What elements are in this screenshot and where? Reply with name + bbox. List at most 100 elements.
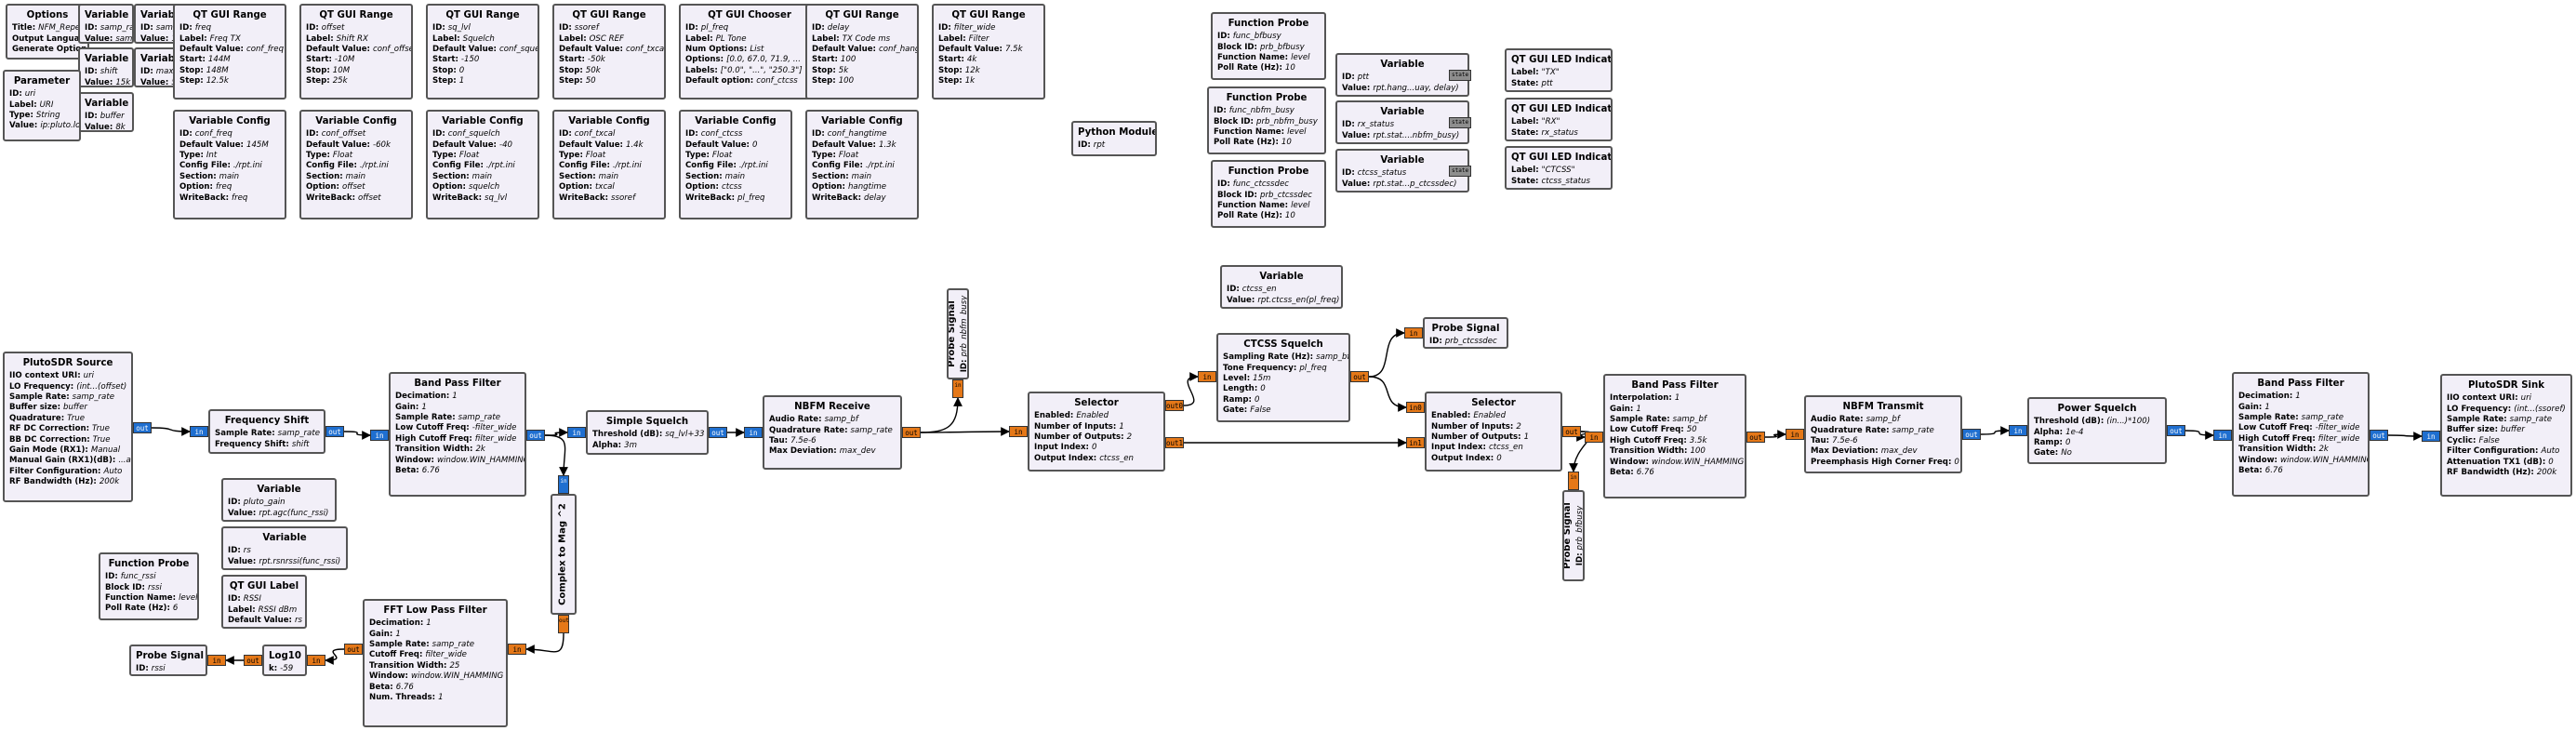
block-probe-rssi[interactable]: Probe SignalIDrssi: [129, 645, 207, 676]
block-var-shift[interactable]: VariableIDshiftValue15k: [78, 47, 134, 87]
block-probe-busy[interactable]: Probe SignalIDprb_nbfm_busy: [947, 288, 969, 379]
connection-wire[interactable]: [2184, 430, 2214, 440]
connection-wire[interactable]: [1183, 372, 1199, 406]
block-var-ctcss-en[interactable]: VariableIDctcss_enValuerpt.ctcss_en(pl_f…: [1220, 265, 1343, 309]
port-in[interactable]: in: [558, 475, 569, 494]
connection-wire[interactable]: [525, 632, 564, 654]
port-out[interactable]: out: [558, 615, 569, 633]
block-qt-offset[interactable]: QT GUI RangeIDoffsetLabelShift RXDefault…: [299, 4, 413, 100]
port-in[interactable]: in: [508, 644, 526, 655]
block-bpf2[interactable]: Band Pass FilterInterpolation1Gain1Sampl…: [1603, 374, 1746, 498]
block-probe-bfbusy[interactable]: Probe SignalIDprb_bfbusy: [1562, 490, 1585, 581]
port-in[interactable]: in: [1198, 371, 1216, 382]
port-in1[interactable]: in1: [1406, 437, 1425, 448]
port-in[interactable]: in: [2213, 430, 2232, 441]
connection-wire[interactable]: [1368, 328, 1405, 378]
connection-wire[interactable]: [1368, 376, 1407, 412]
port-out[interactable]: out: [526, 430, 545, 441]
led-state-port[interactable]: state: [1449, 116, 1472, 128]
block-qt-delay[interactable]: QT GUI RangeIDdelayLabelTX Code msDefaul…: [805, 4, 919, 100]
port-in[interactable]: in: [2009, 425, 2027, 436]
led-state-port[interactable]: state: [1449, 69, 1472, 81]
port-out[interactable]: out: [325, 426, 344, 437]
port-out[interactable]: out: [244, 655, 262, 666]
port-in[interactable]: in: [1009, 426, 1028, 437]
port-out[interactable]: out: [133, 422, 152, 433]
block-led-rx[interactable]: QT GUI LED IndicatorLabel"RX"Staterx_sta…: [1505, 98, 1613, 141]
connection-wire[interactable]: [544, 434, 568, 476]
block-sel1[interactable]: SelectorEnabledEnabledNumber of Inputs1N…: [1028, 392, 1165, 472]
connection-wire[interactable]: [920, 397, 963, 433]
block-c2mag[interactable]: Complex to Mag ^2: [551, 494, 577, 615]
connection-wire[interactable]: [2387, 432, 2423, 441]
block-options[interactable]: OptionsTitleNFM_RepeaterOutput LanguageP…: [6, 4, 89, 60]
block-qt-sq[interactable]: QT GUI RangeIDsq_lvlLabelSquelchDefault …: [426, 4, 539, 100]
port-in[interactable]: in: [307, 655, 325, 666]
connection-wire[interactable]: [325, 648, 345, 665]
connection-wire[interactable]: [1980, 426, 2010, 435]
port-out[interactable]: out: [1746, 432, 1765, 443]
port-in[interactable]: in: [1404, 327, 1423, 339]
connection-wire[interactable]: [1764, 430, 1786, 439]
block-bpf3[interactable]: Band Pass FilterDecimation1Gain1Sample R…: [2232, 372, 2370, 497]
block-var-ctcss-status[interactable]: VariableIDctcss_statusValuerpt.stat...p_…: [1335, 149, 1469, 193]
block-param-uri[interactable]: ParameterIDuriLabelURITypeStringValueip:…: [3, 70, 81, 141]
block-fft-lpf[interactable]: FFT Low Pass FilterDecimation1Gain1Sampl…: [363, 599, 508, 727]
block-sel2[interactable]: SelectorEnabledEnabledNumber of Inputs2N…: [1425, 392, 1562, 472]
block-qt-filter[interactable]: QT GUI RangeIDfilter_wideLabelFilterDefa…: [932, 4, 1045, 100]
block-qt-ssoref[interactable]: QT GUI RangeIDssorefLabelOSC REFDefault …: [552, 4, 666, 100]
port-out0[interactable]: out0: [1165, 400, 1184, 411]
port-in[interactable]: in: [190, 426, 208, 437]
port-in[interactable]: in: [1568, 472, 1579, 490]
block-py-module[interactable]: Python ModuleIDrpt: [1071, 121, 1157, 156]
block-var-rs[interactable]: VariableIDrsValuerpt.rsnrssi(func_rssi): [221, 526, 348, 570]
port-out[interactable]: out: [1350, 371, 1369, 382]
block-probe-ctcss[interactable]: Probe SignalIDprb_ctcssdec: [1423, 317, 1508, 349]
port-out[interactable]: out: [709, 427, 727, 438]
connection-wire[interactable]: [343, 431, 371, 440]
port-out[interactable]: out: [902, 427, 921, 438]
port-in[interactable]: in: [1585, 432, 1603, 443]
block-var-rxstatus[interactable]: VariableIDrx_statusValuerpt.stat....nbfm…: [1335, 100, 1469, 144]
block-led-ctcss[interactable]: QT GUI LED IndicatorLabel"CTCSS"Statectc…: [1505, 146, 1613, 190]
port-out[interactable]: out: [2167, 425, 2185, 436]
port-in[interactable]: in: [952, 379, 963, 398]
led-state-port[interactable]: state: [1449, 165, 1472, 177]
block-var-samp-rate[interactable]: VariableIDsamp_rateValuesamp_bf*3: [78, 4, 134, 44]
port-in[interactable]: in: [744, 427, 763, 438]
port-in[interactable]: in: [370, 430, 389, 441]
port-in[interactable]: in: [207, 655, 226, 666]
port-out[interactable]: out: [2370, 430, 2388, 441]
connection-wire[interactable]: [151, 427, 191, 436]
port-out1[interactable]: out1: [1165, 437, 1184, 448]
port-out[interactable]: out: [1562, 426, 1581, 437]
port-in0[interactable]: in0: [1406, 402, 1425, 413]
block-var-pluto-gain[interactable]: VariableIDpluto_gainValuerpt.agc(func_rs…: [221, 478, 337, 522]
port-out[interactable]: out: [1962, 429, 1981, 440]
block-var-buffer[interactable]: VariableIDbufferValue8k: [78, 92, 134, 132]
